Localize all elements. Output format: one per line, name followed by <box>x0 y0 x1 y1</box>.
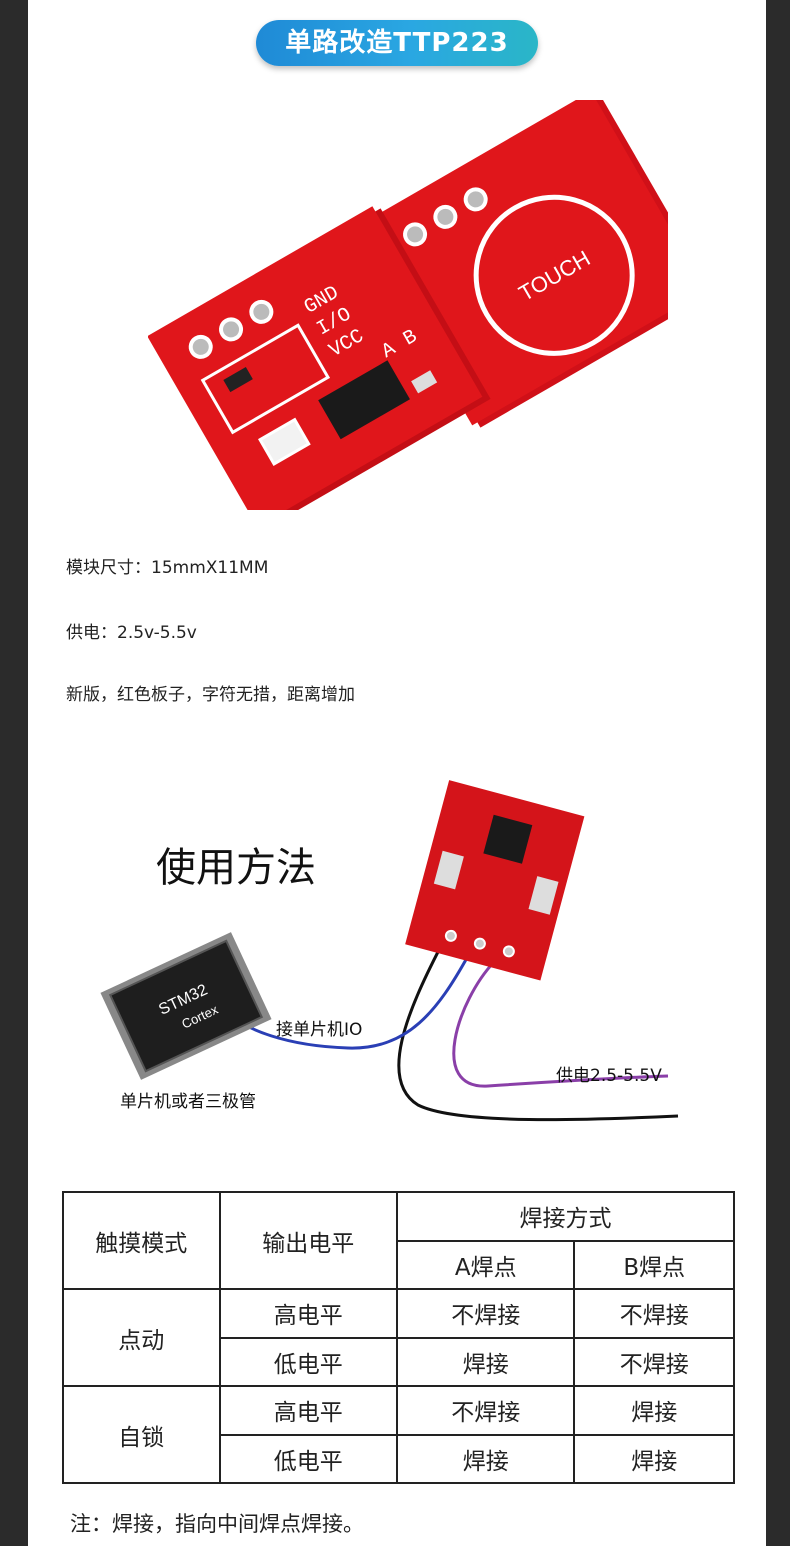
right-frame <box>766 0 790 1546</box>
footnote: 注：焊接，指向中间焊点焊接。 <box>70 1512 364 1536</box>
mini-board <box>405 780 585 981</box>
mode-cell: 自锁 <box>62 1385 221 1484</box>
table-row: 点动 高电平 不焊接 不焊接 <box>62 1288 735 1387</box>
output-cell: 高电平 <box>218 1385 398 1436</box>
wiring-diagram: STM32 Cortex <box>100 780 679 1122</box>
wire-black <box>397 947 679 1122</box>
power-label: 供电2.5-5.5V <box>556 1066 662 1086</box>
header-solder: 焊接方式 <box>395 1191 736 1242</box>
header-b: B焊点 <box>573 1239 735 1290</box>
spec-version: 新版，红色板子，字符无措，距离增加 <box>66 685 355 705</box>
left-frame <box>0 0 28 1546</box>
table-header-row: 触摸模式 输出电平 焊接方式 <box>62 1191 736 1290</box>
header-mode: 触摸模式 <box>62 1191 221 1290</box>
io-label: 接单片机IO <box>276 1020 363 1040</box>
spec-size: 模块尺寸：15mmX11MM <box>66 558 269 578</box>
page: 单路改造TTP223 TOUCH GND I/O VCC A B <box>28 0 766 1546</box>
output-cell: 低电平 <box>218 1336 398 1387</box>
a-cell: 不焊接 <box>395 1385 576 1436</box>
output-cell: 高电平 <box>218 1288 398 1339</box>
table-subheader-row: A焊点 B焊点 <box>63 1239 735 1290</box>
b-cell: 不焊接 <box>573 1288 735 1339</box>
b-cell: 焊接 <box>573 1385 735 1436</box>
product-photo: TOUCH GND I/O VCC A B <box>148 100 668 510</box>
a-cell: 焊接 <box>395 1433 576 1484</box>
wire-purple <box>452 960 669 1088</box>
a-cell: 焊接 <box>395 1336 576 1387</box>
table-row: 低电平 焊接 不焊接 <box>63 1336 735 1387</box>
b-cell: 不焊接 <box>573 1336 735 1387</box>
b-cell: 焊接 <box>573 1433 735 1484</box>
output-cell: 低电平 <box>218 1433 398 1484</box>
mode-table: 触摸模式 输出电平 焊接方式 A焊点 B焊点 点动 高电平 不焊接 不焊接 低电… <box>62 1191 736 1484</box>
mode-cell: 点动 <box>62 1288 221 1387</box>
a-cell: 不焊接 <box>395 1288 576 1339</box>
usage-diagram: 使用方法 STM32 Cortex <box>28 780 766 1140</box>
mcu-label: 单片机或者三极管 <box>120 1092 256 1112</box>
table-row: 自锁 高电平 不焊接 焊接 <box>62 1385 735 1484</box>
stm32-chip: STM32 Cortex <box>100 932 272 1080</box>
component-board: GND I/O VCC A B <box>148 206 491 510</box>
header-a: A焊点 <box>395 1239 576 1290</box>
wire-blue <box>224 955 470 1050</box>
usage-title: 使用方法 <box>156 845 316 891</box>
header-output: 输出电平 <box>218 1191 398 1290</box>
page-title: 单路改造TTP223 <box>256 20 538 66</box>
table-row: 低电平 焊接 焊接 <box>63 1433 735 1484</box>
spec-power: 供电：2.5v-5.5v <box>66 623 197 643</box>
